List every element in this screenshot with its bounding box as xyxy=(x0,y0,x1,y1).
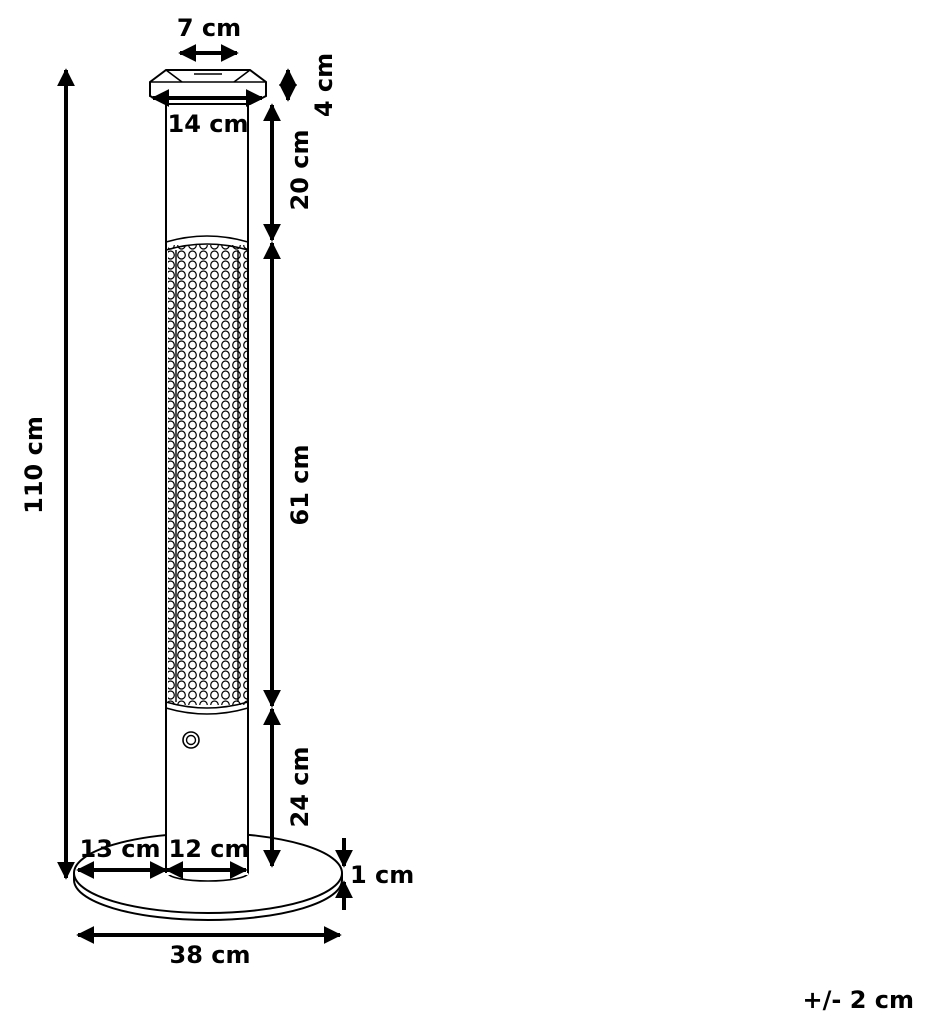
top-height-label: 4 cm xyxy=(310,53,338,117)
upper-section-label: 20 cm xyxy=(286,130,314,211)
base-radius-label: 13 cm xyxy=(80,835,161,863)
pole-width-label: 12 cm xyxy=(169,835,250,863)
base-width-label: 38 cm xyxy=(170,941,251,969)
heater-grille xyxy=(165,235,249,715)
tolerance-note: +/- 2 cm xyxy=(803,986,914,1014)
heater-section-label: 61 cm xyxy=(286,445,314,526)
total-height-label: 110 cm xyxy=(20,416,48,514)
top-width-label: 7 cm xyxy=(177,14,241,42)
dimension-lines xyxy=(57,44,353,944)
power-button-icon xyxy=(182,731,200,749)
head-width-label: 14 cm xyxy=(168,110,249,138)
base-thickness-label: 1 cm xyxy=(350,861,414,889)
lower-section-label: 24 cm xyxy=(286,747,314,828)
dimension-labels: 7 cm 14 cm 4 cm 20 cm 61 cm 24 cm 110 cm… xyxy=(20,14,914,1014)
